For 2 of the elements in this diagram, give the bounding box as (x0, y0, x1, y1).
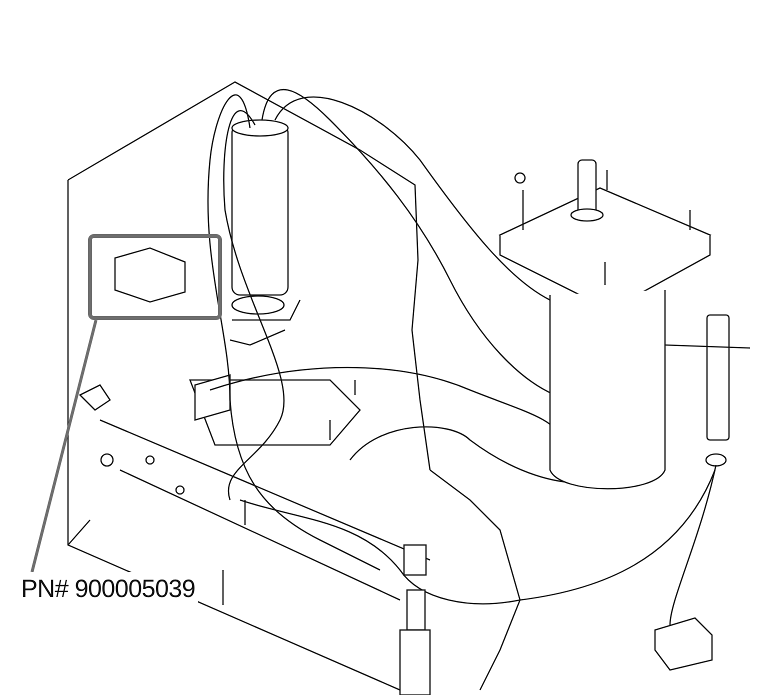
highlight-frame (88, 234, 222, 320)
leader-line (30, 320, 98, 572)
